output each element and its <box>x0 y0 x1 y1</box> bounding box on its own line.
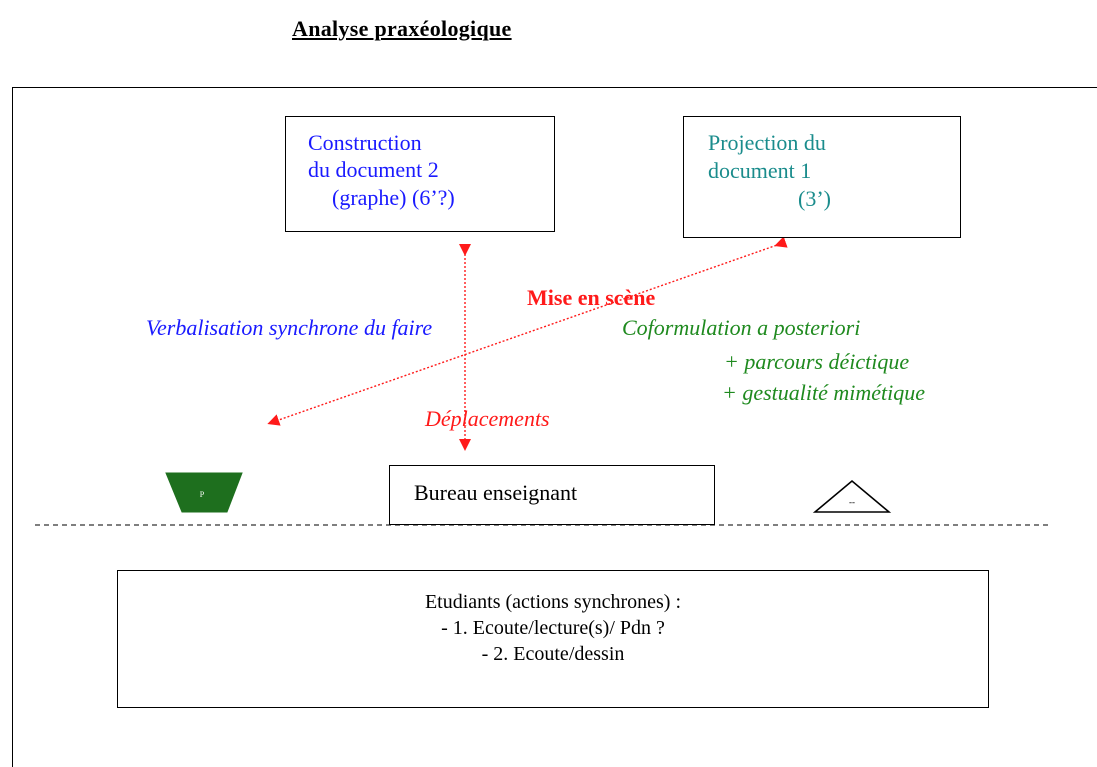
right-triangle-label: -- <box>849 497 855 507</box>
diagram-frame <box>12 87 1097 767</box>
bureau-box: Bureau enseignant <box>389 465 715 525</box>
coformulation-label: Coformulation a posteriori <box>622 315 861 340</box>
deplacements-label: Déplacements <box>425 406 550 431</box>
mise-en-scene-label: Mise en scène <box>527 285 656 310</box>
right-triangle-shape <box>812 479 892 513</box>
doc2-line1: Construction <box>308 130 422 155</box>
doc2-line3: (graphe) (6’?) <box>332 185 455 210</box>
students-line2: - 1. Ecoute/lecture(s)/ Pdn ? <box>441 617 665 639</box>
parcours-label: + parcours déictique <box>724 349 910 374</box>
doc1-box: Projection du document 1 (3’) <box>683 116 961 238</box>
doc2-line2: du document 2 <box>308 157 439 182</box>
bureau-label: Bureau enseignant <box>414 480 578 505</box>
doc1-line1: Projection du <box>708 130 826 155</box>
left-trapezoid-shape <box>165 472 243 513</box>
doc2-box: Construction du document 2 (graphe) (6’?… <box>285 116 555 232</box>
left-trapezoid-label: P <box>200 490 205 499</box>
diagram-lines: P -- <box>35 236 1050 526</box>
students-line1: Etudiants (actions synchrones) : <box>424 591 682 613</box>
page-title: Analyse praxéologique <box>292 16 512 41</box>
doc1-line2: document 1 <box>708 158 812 183</box>
gestualite-label: + gestualité mimétique <box>722 380 926 405</box>
diagonal-double-arrow <box>267 236 788 426</box>
students-line3: - 2. Ecoute/dessin <box>481 643 625 665</box>
students-box: Etudiants (actions synchrones) : - 1. Ec… <box>117 570 989 708</box>
doc1-line3: (3’) <box>798 186 831 211</box>
verbalisation-label: Verbalisation synchrone du faire <box>146 315 433 340</box>
